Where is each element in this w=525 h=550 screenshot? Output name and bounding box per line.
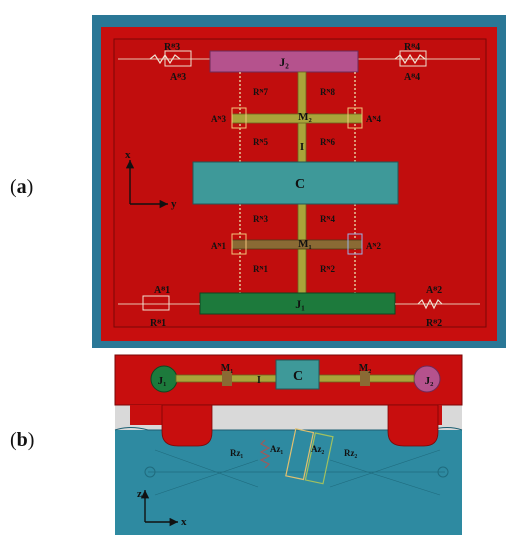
- left-mooring: [144, 466, 156, 478]
- m1-side-label: M₁: [221, 363, 233, 374]
- axis-x-label: x: [125, 149, 131, 161]
- rx7-label: Rᴺ7: [253, 87, 268, 97]
- rx2-label: Rᴺ2: [320, 264, 335, 274]
- c-body: [192, 161, 399, 205]
- m1-label: M₁: [298, 238, 312, 250]
- axes-xy: x y: [125, 149, 177, 210]
- water-block: [115, 430, 462, 535]
- rx4-label: Rᴺ4: [320, 214, 335, 224]
- ry2-label: Rᴽ2: [426, 318, 442, 329]
- ry1-label: Rᴽ1: [150, 318, 166, 329]
- m2-bar: [231, 113, 363, 124]
- ax2-label: Aᴺ2: [366, 241, 381, 251]
- ay4-damper: [399, 50, 427, 67]
- j1-label: J₁: [295, 297, 305, 311]
- j1-side-label: J₁: [158, 375, 167, 387]
- j2-side-label: J₂: [425, 375, 435, 387]
- ry2-spring: [417, 298, 443, 310]
- axis-y-label: y: [171, 198, 177, 210]
- ay3-label: Aᴽ3: [170, 72, 186, 83]
- axis-z-label: z: [137, 488, 142, 500]
- panel-label-b: (b): [10, 429, 34, 451]
- ay4-label: Aᴽ4: [404, 72, 420, 83]
- right-mooring: [437, 466, 449, 478]
- m2-label: M₂: [298, 111, 312, 123]
- az1-label: Aᴢ₁: [270, 444, 283, 454]
- m2-side-label: M₂: [359, 363, 371, 374]
- i-side-label: I: [257, 375, 261, 386]
- ax3-label: Aᴺ3: [211, 114, 226, 124]
- az2-damper: [304, 432, 334, 485]
- m2-side: [360, 371, 370, 386]
- az-dampers: [285, 428, 334, 485]
- m1-bar: [231, 239, 363, 250]
- j2-label: J₂: [279, 55, 289, 69]
- ay2-label: Aᴽ2: [426, 285, 442, 296]
- i-upper-label: I: [300, 141, 304, 153]
- m1-side: [222, 371, 232, 386]
- axes-xz: z x: [137, 488, 187, 528]
- ax3-damper: [231, 107, 247, 129]
- panel-b-side-view: J₁ J₂ M₁ M₂ I C Rᴢ₁ Aᴢ₁ Aᴢ₂ Rᴢ₂ z x: [114, 354, 463, 535]
- ay3-damper: [164, 50, 192, 67]
- c-side-label: C: [293, 369, 303, 384]
- ax4-label: Aᴺ4: [366, 114, 381, 124]
- az2-label: Aᴢ₂: [311, 444, 324, 454]
- ax2-damper: [347, 233, 363, 255]
- az1-damper: [285, 428, 315, 481]
- ax1-damper: [231, 233, 247, 255]
- ry3-label: Rᴽ3: [164, 42, 180, 53]
- rx3-label: Rᴺ3: [253, 214, 268, 224]
- j2-body: [209, 50, 359, 73]
- ax1-label: Aᴺ1: [211, 241, 226, 251]
- rx6-label: Rᴺ6: [320, 137, 335, 147]
- c-label: C: [295, 177, 305, 192]
- rz1-label: Rᴢ₁: [230, 448, 243, 458]
- axis-x-side-label: x: [181, 516, 187, 528]
- rz2-label: Rᴢ₂: [344, 448, 357, 458]
- rx8-label: Rᴺ8: [320, 87, 335, 97]
- rx1-label: Rᴺ1: [253, 264, 268, 274]
- panel-label-a: (a): [10, 176, 33, 198]
- ay1-damper: [142, 295, 170, 311]
- rx5-label: Rᴺ5: [253, 137, 268, 147]
- ay1-label: Aᴽ1: [154, 285, 170, 296]
- panel-a-top-view: J₂ M₂ I C M₁ J₁ Rᴽ3 Aᴽ3 Rᴽ4 Aᴽ4: [92, 15, 506, 348]
- ax4-damper: [347, 107, 363, 129]
- ry4-label: Rᴽ4: [404, 42, 420, 53]
- right-foot: [387, 404, 439, 447]
- rz1-spring: [259, 439, 271, 469]
- c-side: [275, 359, 320, 390]
- left-foot: [161, 404, 213, 447]
